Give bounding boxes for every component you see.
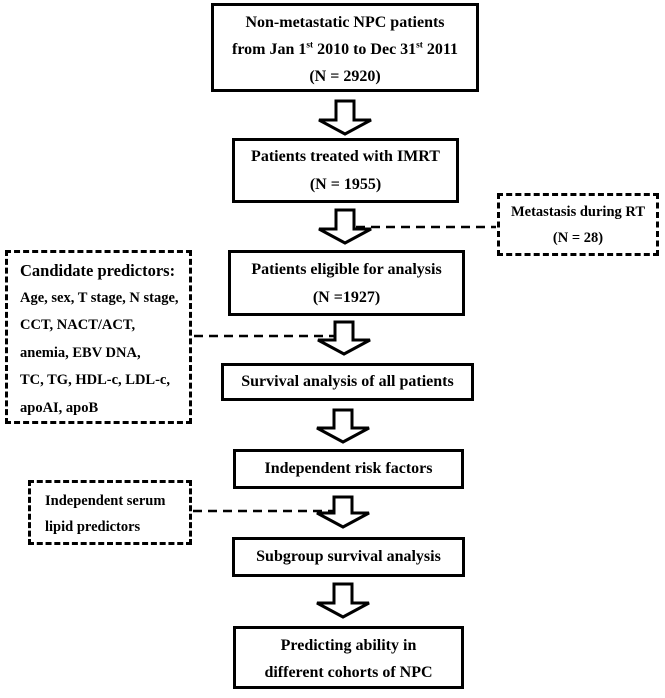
down-arrow-6-icon	[316, 582, 370, 619]
box-nonmetastatic-npc-patients: Non-metastatic NPC patients from Jan 1st…	[211, 3, 479, 92]
box4-line1: Survival analysis of all patients	[241, 373, 454, 390]
down-arrow-2-icon	[318, 208, 372, 245]
box-survival-analysis-all-patients: Survival analysis of all patients	[221, 363, 474, 401]
candidate-predictors-line: CCT, NACT/ACT,	[20, 317, 136, 333]
box3-line1: Patients eligible for analysis	[251, 261, 442, 278]
box6-line1: Subgroup survival analysis	[256, 548, 441, 565]
box1-count: (N = 2920)	[309, 68, 381, 85]
down-arrow-5-icon	[316, 495, 370, 529]
box7-line2: different cohorts of NPC	[264, 664, 433, 681]
lipid-line1: Independent serum	[45, 493, 166, 509]
box5-line1: Independent risk factors	[264, 460, 433, 477]
box-patients-treated-with-imrt: Patients treated with IMRT (N = 1955)	[232, 138, 459, 203]
box1-line1: Non-metastatic NPC patients	[245, 14, 445, 31]
box2-line1: Patients treated with IMRT	[251, 148, 440, 165]
box3-count: (N =1927)	[312, 289, 381, 306]
candidate-predictors-line: Age, sex, T stage, N stage,	[20, 289, 179, 306]
down-arrow-3-icon	[317, 320, 371, 356]
box1-line2-suffix: 2011	[422, 41, 458, 58]
box2-count: (N = 1955)	[309, 176, 382, 193]
box-candidate-predictors: Candidate predictors: Age, sex, T stage,…	[5, 250, 192, 424]
box1-ordinal-2: st	[416, 40, 423, 51]
box1-line2-prefix: from Jan 1	[232, 41, 307, 58]
candidate-predictors-line: apoAI, apoB	[20, 399, 99, 416]
box-metastasis-during-rt: Metastasis during RT (N = 28)	[497, 193, 659, 256]
metastasis-count: (N = 28)	[552, 230, 604, 246]
box1-line2: from Jan 1st 2010 to Dec 31st 2011	[214, 36, 476, 63]
metastasis-line1: Metastasis during RT	[510, 204, 646, 220]
box1-ordinal-1: st	[306, 40, 314, 51]
box-subgroup-survival-analysis: Subgroup survival analysis	[232, 537, 465, 577]
box-patients-eligible-for-analysis: Patients eligible for analysis (N =1927)	[228, 250, 465, 316]
lipid-line2: lipid predictors	[45, 519, 141, 535]
box-predicting-ability-cohorts: Predicting ability in different cohorts …	[233, 626, 464, 689]
box1-line2-mid: 2010 to Dec 31	[313, 41, 417, 58]
down-arrow-1-icon	[318, 99, 372, 136]
box-independent-risk-factors: Independent risk factors	[233, 449, 464, 489]
candidate-predictors-line: anemia, EBV DNA,	[20, 344, 141, 361]
box-independent-serum-lipid-predictors: Independent serum lipid predictors	[28, 480, 192, 545]
box7-line1: Predicting ability in	[280, 637, 417, 654]
down-arrow-4-icon	[316, 408, 370, 444]
candidate-predictors-heading: Candidate predictors:	[20, 261, 176, 280]
candidate-predictors-line: TC, TG, HDL-c, LDL-c,	[20, 372, 170, 388]
